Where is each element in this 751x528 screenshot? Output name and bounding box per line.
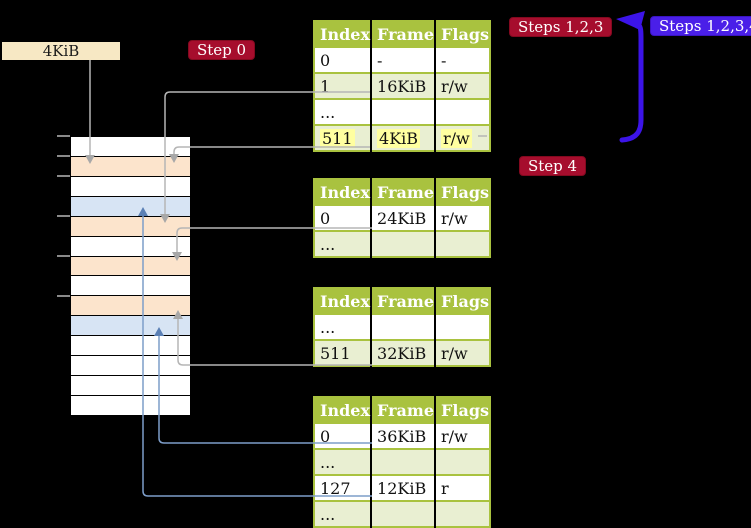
cell-index: ...: [320, 234, 336, 254]
table-row: ...: [314, 98, 491, 125]
memory-cell-white: [71, 376, 190, 396]
cell-flags: r/w: [441, 343, 468, 363]
stack-tick: [57, 255, 70, 257]
table-row: 1 16KiB r/w: [314, 72, 491, 99]
cell-frame: 4KiB: [377, 128, 421, 148]
col-header-flags: Flags: [434, 21, 491, 47]
cell-frame: 12KiB: [377, 478, 427, 498]
col-header-index: Index: [314, 21, 372, 47]
memory-cell-white: [71, 336, 190, 357]
arrow-steps1234-loop: [619, 21, 644, 143]
stack-tick: [57, 215, 70, 217]
memory-cell-blue: [71, 316, 190, 337]
col-header-index: Index: [314, 179, 372, 205]
cell-flags: r/w: [441, 208, 468, 228]
col-header-index: Index: [314, 397, 372, 423]
cell-flags: r: [441, 478, 449, 498]
badge-step-4: Step 4: [519, 156, 587, 176]
table-row: 127 12KiB r: [314, 474, 491, 501]
cell-index: 1: [320, 76, 331, 96]
table-row: 0 24KiB r/w: [314, 204, 491, 231]
table-row: ...: [314, 448, 491, 475]
badge-steps-123: Steps 1,2,3: [509, 17, 613, 37]
cell-index: 0: [320, 426, 331, 446]
memory-cell-white: [71, 276, 190, 297]
col-header-flags: Flags: [434, 397, 491, 423]
col-header-frame: Frame: [370, 397, 436, 423]
memory-cell-white: [71, 176, 190, 197]
cell-flags: r/w: [441, 426, 468, 446]
cell-flags: r/w: [441, 76, 468, 96]
col-header-frame: Frame: [370, 288, 436, 314]
stack-tick: [57, 175, 70, 177]
cell-frame: 24KiB: [377, 208, 427, 228]
table-row: ...: [314, 500, 491, 527]
table-row: 0 - -: [314, 46, 491, 73]
cell-index: ...: [320, 452, 336, 472]
cell-index: ...: [320, 102, 336, 122]
page-table-steps123: Index Frame Flags 0 - - 1 16KiB r/w ... …: [313, 20, 492, 152]
cell-index: 511: [320, 128, 355, 148]
col-header-index: Index: [314, 288, 372, 314]
memory-cell-peach: [71, 296, 190, 317]
table-row: ...: [314, 313, 491, 340]
page-table-third: Index Frame Flags ... 511 32KiB r/w: [313, 287, 492, 367]
stack-tick: [57, 155, 70, 157]
page-size-label: 4KiB: [2, 42, 120, 60]
page-table-step4: Index Frame Flags 0 36KiB r/w ... 127 12…: [313, 396, 492, 528]
table-row-highlighted: 511 4KiB r/w: [314, 124, 491, 151]
col-header-frame: Frame: [370, 21, 436, 47]
col-header-flags: Flags: [434, 288, 491, 314]
stack-tick: [57, 135, 70, 137]
cell-frame: 36KiB: [377, 426, 427, 446]
cell-frame: -: [377, 50, 383, 70]
cell-flags: r/w: [441, 128, 472, 148]
badge-steps-1234: Steps 1,2,3,4: [650, 16, 751, 36]
page-table-second: Index Frame Flags 0 24KiB r/w ...: [313, 178, 492, 258]
memory-cell-peach: [71, 256, 190, 277]
memory-stack: [70, 136, 191, 416]
col-header-frame: Frame: [370, 179, 436, 205]
memory-cell-blue: [71, 196, 190, 217]
cell-index: 0: [320, 208, 331, 228]
memory-cell-white: [71, 137, 190, 157]
cell-index: ...: [320, 317, 336, 337]
cell-index: ...: [320, 504, 336, 524]
table-row: 0 36KiB r/w: [314, 422, 491, 449]
cell-index: 127: [320, 478, 351, 498]
stack-tick: [57, 295, 70, 297]
cell-frame: 32KiB: [377, 343, 427, 363]
cell-frame: 16KiB: [377, 76, 427, 96]
memory-cell-white: [71, 356, 190, 377]
cell-index: 511: [320, 343, 351, 363]
cell-index: 0: [320, 50, 331, 70]
memory-cell-white: [71, 236, 190, 257]
arrowhead-upleft-icon: [616, 11, 645, 30]
memory-cell-peach: [71, 156, 190, 177]
memory-cell-white: [71, 395, 190, 415]
cell-flags: -: [441, 50, 447, 70]
col-header-flags: Flags: [434, 179, 491, 205]
badge-step-0: Step 0: [188, 40, 256, 60]
memory-cell-peach: [71, 216, 190, 237]
table-row: ...: [314, 230, 491, 257]
table-row: 511 32KiB r/w: [314, 339, 491, 366]
